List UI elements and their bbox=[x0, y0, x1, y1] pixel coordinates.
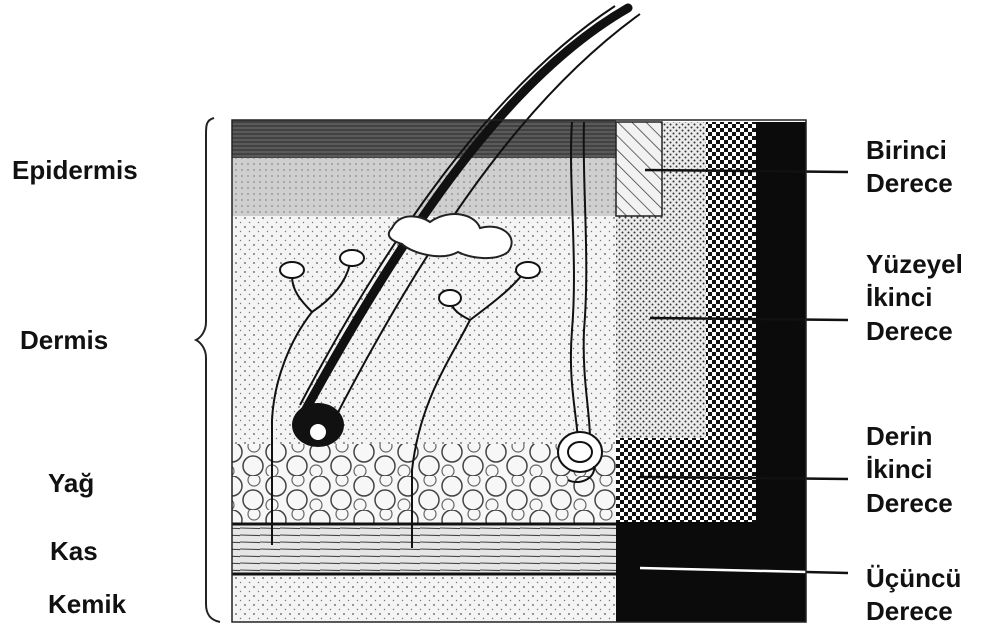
label-first-degree-line2: Derece bbox=[866, 167, 953, 200]
label-deep-second-line2: İkinci bbox=[866, 453, 953, 486]
label-dermis: Dermis bbox=[20, 327, 108, 353]
label-superficial-second-line3: Derece bbox=[866, 315, 963, 348]
label-superficial-second-line2: İkinci bbox=[866, 281, 963, 314]
label-fat: Yağ bbox=[48, 470, 94, 496]
bone-layer bbox=[232, 574, 616, 622]
label-superficial-second-degree: Yüzeyel İkinci Derece bbox=[866, 248, 963, 348]
layer-brace bbox=[196, 118, 220, 622]
muscle-layer bbox=[232, 524, 616, 574]
epidermis-grey-layer bbox=[232, 158, 616, 216]
label-third-degree-line1: Üçüncü bbox=[866, 562, 961, 595]
label-deep-second-degree: Derin İkinci Derece bbox=[866, 420, 953, 520]
hair-papilla bbox=[309, 423, 327, 441]
label-bone: Kemik bbox=[48, 591, 126, 617]
label-third-degree-line2: Derece bbox=[866, 595, 961, 628]
label-first-degree-line1: Birinci bbox=[866, 134, 953, 167]
label-epidermis: Epidermis bbox=[12, 157, 138, 183]
label-muscle: Kas bbox=[50, 538, 98, 564]
label-third-degree: Üçüncü Derece bbox=[866, 562, 961, 629]
leader-third-degree-ext bbox=[806, 572, 848, 573]
label-first-degree: Birinci Derece bbox=[866, 134, 953, 201]
label-deep-second-line3: Derece bbox=[866, 487, 953, 520]
label-superficial-second-line1: Yüzeyel bbox=[866, 248, 963, 281]
label-deep-second-line1: Derin bbox=[866, 420, 953, 453]
epidermis-dark-layer bbox=[232, 120, 616, 158]
